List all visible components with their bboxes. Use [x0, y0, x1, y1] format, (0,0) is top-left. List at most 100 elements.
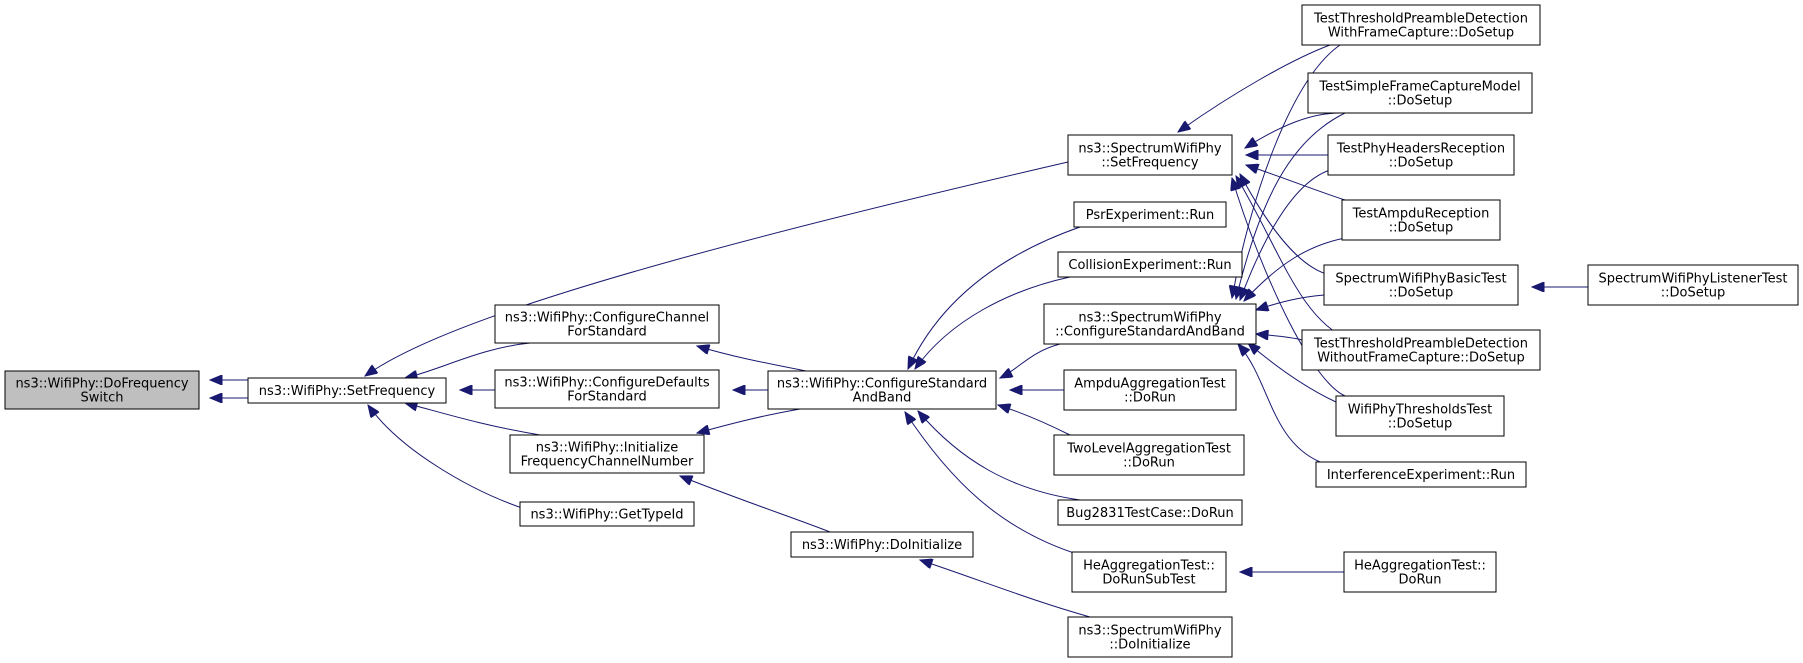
node-box	[1073, 201, 1227, 228]
node-he-agg-sub-test[interactable]: HeAggregationTest::DoRunSubTest	[1071, 551, 1227, 593]
node-thresholds-test[interactable]: WifiPhyThresholdsTest::DoSetup	[1335, 395, 1505, 437]
edge-basictest-to-spectrumsetfreq	[1240, 174, 1331, 276]
edge-twolevel-to-configurestandard	[998, 405, 1071, 436]
edge-spectrumconfigure-to-configurestandard	[1000, 343, 1061, 378]
node-label-line: ns3::WifiPhy::GetTypeId	[530, 508, 683, 523]
edge-thresholds-to-spectrumsetfreq	[1232, 178, 1346, 397]
node-label-line: TestThresholdPreambleDetection	[1313, 337, 1528, 352]
edge-ampdurecep-to-spectrumconfigure-line	[1244, 237, 1346, 301]
edge-basictest-to-spectrumconfigure	[1256, 294, 1325, 310]
node-two-level-do-run[interactable]: TwoLevelAggregationTest::DoRun	[1053, 434, 1245, 476]
edge-configurestandard-to-configurechannel-line	[697, 346, 807, 372]
node-set-frequency[interactable]: ns3::WifiPhy::SetFrequency	[247, 377, 447, 404]
node-do-initialize[interactable]: ns3::WifiPhy::DoInitialize	[790, 531, 974, 558]
node-label-line: ns3::WifiPhy::SetFrequency	[259, 384, 436, 399]
edge-heaggsubtest-to-configurestandard	[905, 412, 1081, 556]
edge-spectrumdoinit-to-doinitialize-line	[920, 560, 1091, 618]
edge-basictest-to-spectrumsetfreq-line	[1240, 174, 1331, 276]
edge-doinitialize-to-initializefreq-line	[680, 476, 831, 533]
node-ampdu-reception[interactable]: TestAmpduReception::DoSetup	[1341, 199, 1501, 241]
node-label-line: ForStandard	[567, 325, 646, 340]
edge-tpdwithout-to-spectrumconfigure	[1256, 334, 1303, 341]
edge-configurestandard-to-initializefreq	[697, 408, 801, 433]
edge-simpleframe-to-spectrumconfigure	[1236, 112, 1346, 299]
edge-spectrumsetfreq-to-setfreq	[365, 161, 1069, 376]
node-interference-run[interactable]: InterferenceExperiment::Run	[1315, 461, 1527, 488]
node-label-line: ns3::SpectrumWifiPhy	[1078, 142, 1221, 157]
node-tpd-without-capture[interactable]: TestThresholdPreambleDetectionWithoutFra…	[1301, 329, 1541, 371]
node-box	[1067, 616, 1233, 658]
node-bug-2-8-3-1-do-run[interactable]: Bug2831TestCase::DoRun	[1057, 499, 1243, 526]
node-box	[1327, 134, 1515, 176]
node-label-line: TestSimpleFrameCaptureModel	[1318, 80, 1520, 95]
node-box	[1067, 134, 1233, 176]
node-box	[1301, 4, 1541, 46]
edge-twolevel-to-configurestandard-line	[998, 405, 1071, 436]
node-collision-run[interactable]: CollisionExperiment::Run	[1057, 251, 1243, 278]
node-listener-test[interactable]: SpectrumWifiPhyListenerTest::DoSetup	[1587, 264, 1799, 306]
node-box	[4, 370, 200, 410]
node-label-line: InterferenceExperiment::Run	[1327, 468, 1515, 483]
edge-basictest-to-spectrumconfigure-line	[1256, 294, 1325, 310]
edge-tpdwith-to-spectrumsetfreq-line	[1178, 44, 1331, 132]
node-label-line: DoRun	[1399, 573, 1442, 588]
edge-simpleframe-to-spectrumsetfreq	[1245, 112, 1341, 148]
node-phy-headers-reception[interactable]: TestPhyHeadersReception::DoSetup	[1327, 134, 1515, 176]
node-box	[1043, 303, 1257, 345]
edge-psrrun-to-configurestandard-line	[908, 226, 1081, 369]
node-label-line: ::DoRun	[1123, 456, 1175, 471]
node-label-line: ::DoSetup	[1388, 417, 1453, 432]
node-label-line: Bug2831TestCase::DoRun	[1066, 506, 1234, 521]
edge-spectrumconfigure-to-configurestandard-line	[1000, 343, 1061, 378]
node-label-line: ::DoInitialize	[1109, 638, 1190, 653]
node-spectrum-set-frequency[interactable]: ns3::SpectrumWifiPhy::SetFrequency	[1067, 134, 1233, 176]
node-label-line: SpectrumWifiPhyBasicTest	[1335, 272, 1506, 287]
edge-collisionrun-to-configurestandard-line	[915, 276, 1071, 369]
node-label-line: ns3::WifiPhy::ConfigureDefaults	[504, 376, 710, 391]
node-label-line: HeAggregationTest::	[1354, 559, 1486, 574]
node-psr-run[interactable]: PsrExperiment::Run	[1073, 201, 1227, 228]
edge-phyheaders-to-spectrumconfigure	[1240, 169, 1331, 300]
node-initialize-freq[interactable]: ns3::WifiPhy::InitializeFrequencyChannel…	[509, 434, 705, 474]
node-tpd-with-capture[interactable]: TestThresholdPreambleDetectionWithFrameC…	[1301, 4, 1541, 46]
node-label-line: ns3::WifiPhy::ConfigureChannel	[505, 311, 709, 326]
node-box	[509, 434, 705, 474]
node-box	[519, 501, 695, 527]
node-box	[1335, 395, 1505, 437]
edge-tpdwithout-to-spectrumconfigure-line	[1256, 334, 1303, 341]
node-get-type-id[interactable]: ns3::WifiPhy::GetTypeId	[519, 501, 695, 527]
node-ampdu-agg-do-run[interactable]: AmpduAggregationTest::DoRun	[1063, 369, 1237, 411]
node-label-line: ns3::SpectrumWifiPhy	[1078, 624, 1221, 639]
node-simple-frame-capture[interactable]: TestSimpleFrameCaptureModel::DoSetup	[1307, 72, 1533, 114]
node-label-line: TestPhyHeadersReception	[1336, 142, 1505, 157]
edge-simpleframe-to-spectrumsetfreq-line	[1245, 112, 1341, 148]
edge-thresholds-to-spectrumconfigure	[1248, 343, 1337, 403]
node-label-line: DoRunSubTest	[1102, 573, 1195, 588]
edge-ampdurecep-to-spectrumsetfreq-line	[1246, 165, 1346, 201]
node-box	[494, 369, 720, 409]
node-label-line: ::DoSetup	[1389, 286, 1454, 301]
node-box	[1301, 329, 1541, 371]
node-spectrum-configure[interactable]: ns3::SpectrumWifiPhy::ConfigureStandardA…	[1043, 303, 1257, 345]
node-label-line: ::DoRun	[1124, 391, 1176, 406]
node-basic-test[interactable]: SpectrumWifiPhyBasicTest::DoSetup	[1323, 264, 1519, 306]
node-label-line: ns3::WifiPhy::DoInitialize	[802, 538, 962, 553]
node-configure-channel[interactable]: ns3::WifiPhy::ConfigureChannelForStandar…	[494, 304, 720, 344]
edge-ampdurecep-to-spectrumconfigure	[1244, 237, 1346, 301]
node-label-line: ::SetFrequency	[1101, 156, 1199, 171]
node-box	[494, 304, 720, 344]
node-configure-defaults[interactable]: ns3::WifiPhy::ConfigureDefaultsForStanda…	[494, 369, 720, 409]
node-label-line: TestAmpduReception	[1352, 207, 1490, 222]
node-configure-standard-and-band[interactable]: ns3::WifiPhy::ConfigureStandardAndBand	[767, 370, 997, 410]
edge-thresholds-to-spectrumconfigure-line	[1248, 343, 1337, 403]
edge-doinitialize-to-initializefreq	[680, 476, 831, 533]
node-label-line: SpectrumWifiPhyListenerTest	[1598, 272, 1787, 287]
node-spectrum-do-initialize[interactable]: ns3::SpectrumWifiPhy::DoInitialize	[1067, 616, 1233, 658]
node-box	[767, 370, 997, 410]
edge-collisionrun-to-configurestandard	[915, 276, 1071, 369]
node-he-agg-do-run[interactable]: HeAggregationTest::DoRun	[1343, 551, 1497, 593]
node-box	[1063, 369, 1237, 411]
